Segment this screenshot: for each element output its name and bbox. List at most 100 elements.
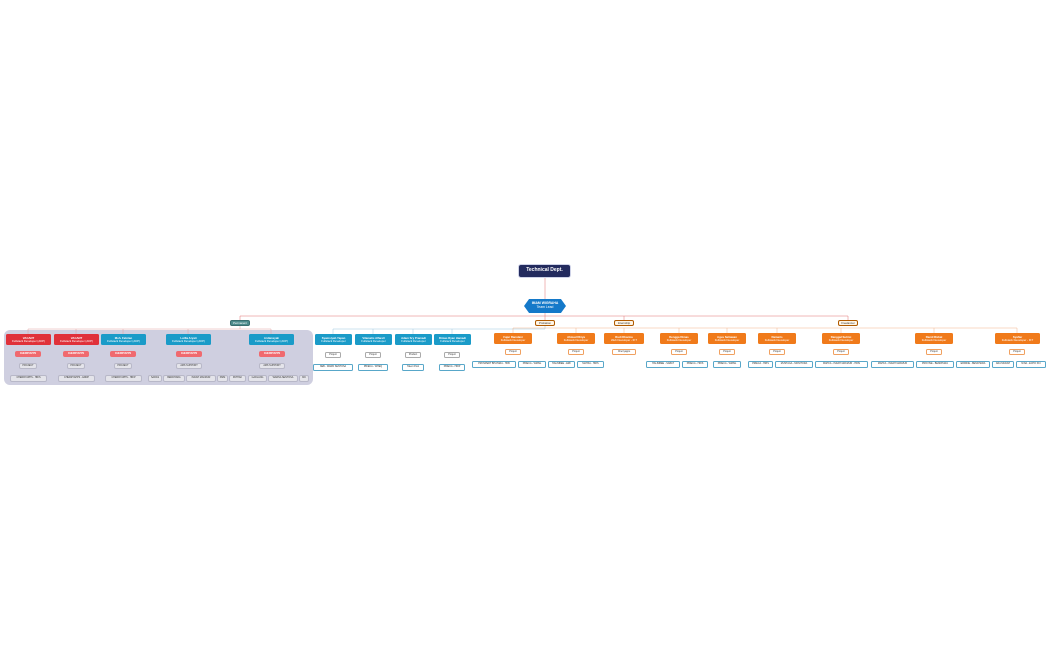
group-internship[interactable]: Internship	[614, 320, 634, 326]
chip[interactable]: PATHAK	[229, 375, 246, 382]
chip[interactable]: KMM	[217, 375, 228, 382]
task-tag[interactable]: PRIECA - WHEQ	[358, 364, 388, 371]
chip-label: BENDHARA	[167, 376, 181, 380]
chip[interactable]: WARNA SENTOSA	[268, 375, 298, 382]
task-tag[interactable]: MAHKA - INDAH MAKMUR	[871, 361, 914, 368]
chip[interactable]: CHERRYAPPS	[63, 351, 89, 357]
member-role: Fullstack Developer	[440, 338, 465, 343]
member-role: Fullstack Developer	[361, 338, 386, 343]
task-tag[interactable]: Cherryapps	[612, 349, 636, 355]
task-tag[interactable]: HALIMBEE - ERF	[548, 361, 575, 368]
task-tag[interactable]: PRIECA - WMSG	[518, 361, 546, 368]
task-label: HALIMBEE - SABAT	[652, 362, 674, 366]
chip[interactable]: PROJECT	[19, 363, 37, 369]
task-tag[interactable]: PROSPERT BHATARA - HKB	[472, 361, 516, 368]
group-freelancer[interactable]: Freelancer	[838, 320, 858, 326]
member-role: Fullstack Developer - IKT	[1001, 337, 1034, 342]
chip[interactable]: BENDHARA	[163, 375, 185, 382]
chip-label: INDAH MAKMUR	[191, 376, 211, 380]
member-role: Fullstack Developer (AKP)	[107, 338, 140, 343]
task-tag[interactable]: Project	[833, 349, 849, 355]
task-tag[interactable]: Project	[719, 349, 735, 355]
member-role: Fullstack Developer (AKP)	[255, 338, 288, 343]
task-tag[interactable]: PRIECA - HRIS	[682, 361, 708, 368]
task-tag[interactable]: NEB - WARD SENTOSA	[313, 364, 353, 371]
group-label: Probation	[539, 320, 551, 325]
member-role: Web Developer - IKT	[610, 337, 638, 342]
task-label: PRIECA - HRIP	[443, 365, 461, 369]
chip[interactable]: AMS SUPPORT	[176, 363, 202, 369]
task-tag[interactable]: Talent Pool	[402, 364, 424, 371]
root-node[interactable]: Technical Dept.	[519, 265, 570, 277]
chip[interactable]: PROJECT	[114, 363, 132, 369]
task-tag[interactable]: MAHKA - HRIS	[577, 361, 604, 368]
group-permanent[interactable]: Permanent	[230, 320, 250, 326]
task-tag[interactable]: Project	[926, 349, 942, 355]
task-tag[interactable]: Project	[568, 349, 584, 355]
task-label: Project	[1013, 349, 1021, 353]
task-tag[interactable]: PRIECA - HRIP	[439, 364, 465, 371]
task-tag[interactable]: Project	[671, 349, 687, 355]
task-label: Talent Pool	[407, 365, 419, 369]
task-tag[interactable]: Project	[325, 352, 341, 358]
task-tag[interactable]: Product	[405, 352, 421, 358]
task-tag[interactable]: MAHKA - INDAH MAKMUR - HRIS	[815, 361, 868, 368]
chip[interactable]: AMS SUPPORT	[259, 363, 285, 369]
team-lead-name: IMAM WIGRAHA	[531, 301, 559, 306]
chip[interactable]: CHERRYAPPS - HRIS	[10, 375, 47, 382]
group-probation[interactable]: Probation	[535, 320, 555, 326]
task-tag[interactable]: ARA MUDAH	[992, 361, 1014, 368]
task-tag[interactable]: PROVISE - BENDHARA	[916, 361, 954, 368]
group-label: Internship	[617, 320, 631, 325]
member-role: Fullstack Developer (AKP)	[12, 338, 45, 343]
task-label: ARA MUDAH	[995, 362, 1011, 366]
task-tag[interactable]: PRIECA - WMSG	[713, 361, 741, 368]
task-tag[interactable]: NINA - ECHO KKI	[1016, 361, 1046, 368]
task-tag[interactable]: Project	[769, 349, 785, 355]
task-tag[interactable]: Project	[365, 352, 381, 358]
chip[interactable]: CHERRYAPPS	[110, 351, 136, 357]
task-tag[interactable]: PRIECA - HRIS	[748, 361, 773, 368]
member-role: Fullstack Developer	[321, 338, 346, 343]
task-label: PRIECA - HRIS	[686, 362, 704, 366]
group-label: Freelancer	[841, 320, 855, 325]
chip[interactable]: CHERRYAPPS - HRIP	[105, 375, 142, 382]
task-tag[interactable]: ERMINE - BENDHARA	[956, 361, 990, 368]
chip[interactable]: PROJECT	[67, 363, 85, 369]
chip[interactable]: CHERRYAPPS	[15, 351, 41, 357]
task-tag[interactable]: Project	[444, 352, 460, 358]
task-tag[interactable]: HALIMBEE - SABAT	[646, 361, 680, 368]
chip[interactable]: GADLANG	[248, 375, 267, 382]
member-name: Dengga Dimas	[669, 334, 689, 339]
chip[interactable]: CHERRYAPPS - ERDP	[58, 375, 95, 382]
chip[interactable]: CHERRYAPPS	[176, 351, 202, 357]
chip-label: SARAS	[150, 376, 160, 380]
chip[interactable]: SARAS	[148, 375, 162, 382]
task-tag[interactable]: MUSTAGA - MONITORA	[775, 361, 813, 368]
task-tag[interactable]: Project	[505, 349, 521, 355]
member-name: Syamsiyah Yapan	[321, 335, 346, 340]
chip[interactable]: INDAH MAKMUR	[186, 375, 216, 382]
chip[interactable]: CHERRYAPPS	[259, 351, 285, 357]
task-tag[interactable]: Project	[1009, 349, 1025, 355]
chip[interactable]: KKI	[299, 375, 309, 382]
